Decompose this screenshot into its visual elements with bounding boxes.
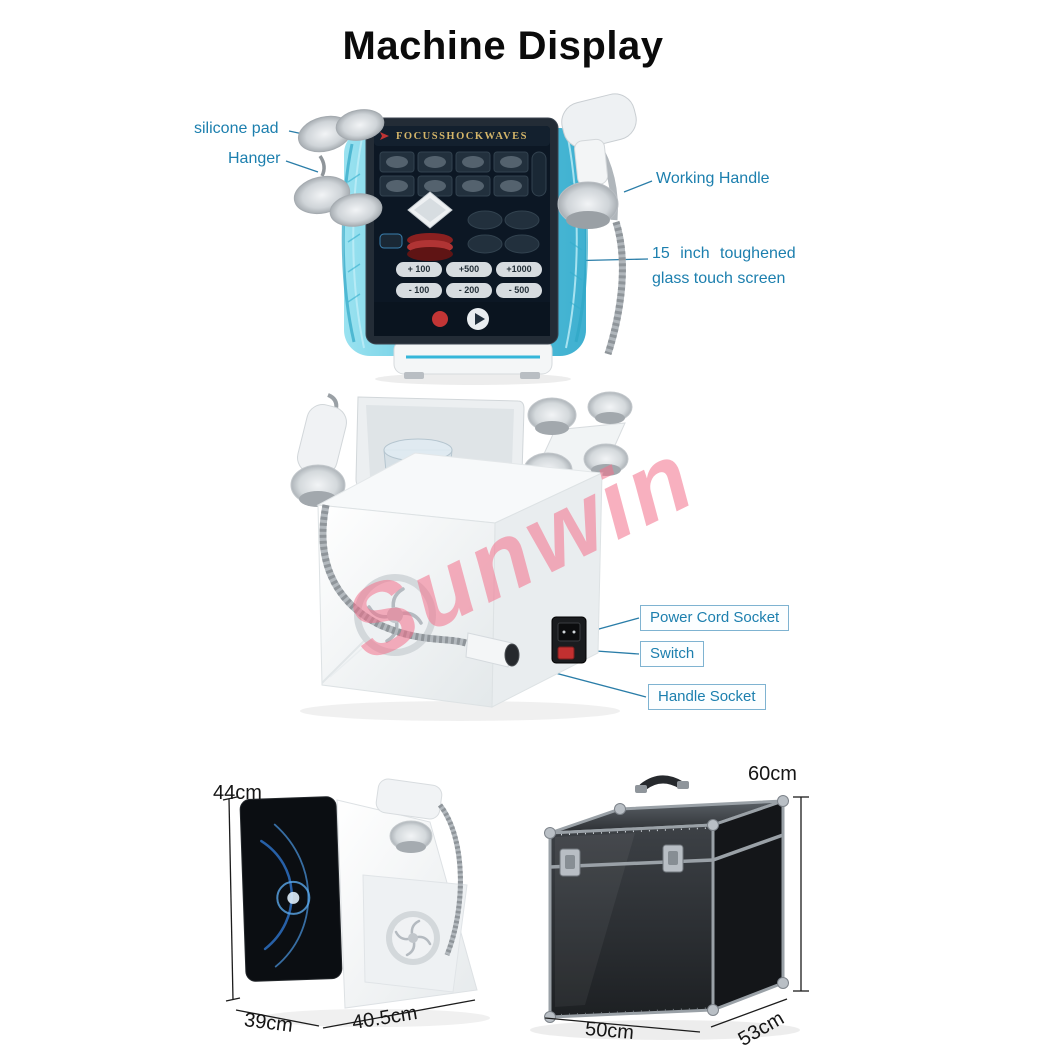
side-fan [386,911,440,965]
machine-rear-illustration [290,391,633,721]
label-handle-socket: Handle Socket [648,684,766,710]
screen-button-plus-500: +500 [446,262,492,277]
record-button-icon [432,311,448,327]
side-dimension-lines [222,796,476,1029]
screen-button-minus-500: - 500 [496,283,542,298]
diamond-graphic [407,191,453,229]
side-body [336,799,478,1009]
case-dimension-lines [544,796,809,1033]
flight-case [544,775,789,1023]
rear-body [316,452,604,708]
dim-case-width: 50cm [584,1017,635,1045]
dim-case-height: 60cm [748,763,797,785]
flight-case-illustration [530,775,809,1040]
tissue-graphic [407,233,453,261]
screen-button-plus-100: + 100 [396,262,442,277]
label-touch-screen-line2: glass touch screen [652,270,786,287]
case-latches [559,844,684,877]
working-handle [557,93,637,356]
power-switch [557,646,575,660]
case-shadow [530,1020,800,1040]
lid-seam [549,833,784,869]
label-switch: Switch [640,641,705,667]
side-handle [375,778,463,956]
dim-machine-height: 44cm [213,782,262,804]
hanging-handle [290,393,347,507]
label-working-handle: Working Handle [656,170,770,187]
side-screen [239,796,343,982]
screen-brand-text: FOCUSSHOCKWAVES [395,131,528,142]
screen-button-minus-100: - 100 [396,283,442,298]
label-silicone-pad: silicone pad [194,120,279,137]
screen-button-minus-200: - 200 [446,283,492,298]
page-title: Machine Display [342,24,664,68]
power-socket-and-switch [551,616,587,664]
case-handle [635,775,689,793]
silicone-pads [293,109,385,227]
screen-button-plus-1000: +1000 [496,262,542,277]
rear-shadow [300,701,620,721]
screen-arrow-icon [380,132,389,140]
label-touch-screen-line1: 15 inch toughened [652,245,796,262]
case-corner-caps [544,795,789,1023]
power-cord-socket [557,622,581,642]
handle-socket [465,632,520,668]
label-power-cord-socket: Power Cord Socket [640,605,790,631]
machine-side-illustration [222,778,490,1029]
hanger-hook [318,154,326,177]
label-hanger: Hanger [228,150,281,167]
touch-screen [365,117,559,345]
machine-base [393,339,553,379]
handle-cable [319,504,467,647]
